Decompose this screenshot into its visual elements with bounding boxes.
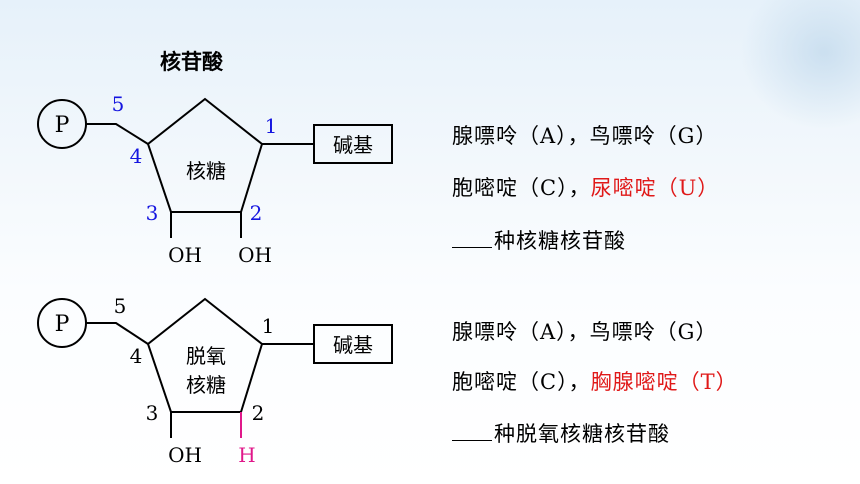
deoxyribonucleotide-diagram: P 脱氧 核糖 碱基 OH H 5 4 3 2 1 — [37, 294, 393, 467]
fill-in-blank-2[interactable] — [452, 422, 492, 441]
carbon-3-label-2: 3 — [146, 401, 159, 425]
base-label: 碱基 — [333, 133, 373, 157]
ribo-summary-text: 种核糖核苷酸 — [494, 229, 626, 253]
carbon-5-label: 5 — [112, 92, 125, 116]
sugar-label-line1: 脱氧 — [186, 344, 226, 368]
carbon-5-label-2: 5 — [114, 294, 127, 318]
page-title: 核苷酸 — [160, 50, 223, 74]
ribo-bases-line2-black: 胞嘧啶（C）， — [452, 176, 591, 200]
fill-in-blank[interactable] — [452, 229, 492, 248]
carbon-1-label-2: 1 — [262, 314, 275, 338]
ribo-summary-line: 种核糖核苷酸 — [452, 225, 626, 255]
background-decoration — [740, 0, 860, 130]
phosphate-bond — [86, 123, 149, 145]
uracil-highlight: 尿嘧啶（U） — [590, 176, 720, 200]
deoxy-bases-line2: 胞嘧啶（C），胸腺嘧啶（T） — [452, 366, 738, 396]
thymine-highlight: 胸腺嘧啶（T） — [590, 370, 738, 394]
phosphate-label-2: P — [55, 312, 70, 337]
carbon-4-label: 4 — [130, 144, 143, 168]
base-label-2: 碱基 — [333, 333, 373, 357]
c3-group-2: OH — [168, 443, 202, 467]
carbon-2-label-2: 2 — [252, 401, 265, 425]
deoxyribose-ring — [146, 297, 264, 413]
c2-hydrogen: H — [238, 443, 255, 467]
carbon-3-label: 3 — [146, 201, 159, 225]
phosphate-label: P — [55, 113, 70, 138]
c2-group: OH — [238, 243, 272, 267]
c3-group: OH — [168, 243, 202, 267]
carbon-2-label: 2 — [250, 201, 263, 225]
deoxy-bases-line2-black: 胞嘧啶（C）， — [452, 370, 591, 394]
deoxy-summary-line: 种脱氧核糖核苷酸 — [452, 418, 670, 448]
ribo-bases-line2: 胞嘧啶（C），尿嘧啶（U） — [452, 172, 719, 202]
carbon-1-label: 1 — [265, 114, 278, 138]
sugar-label: 核糖 — [186, 159, 226, 183]
phosphate-bond-2 — [86, 322, 149, 345]
deoxy-summary-text: 种脱氧核糖核苷酸 — [494, 422, 670, 446]
ribose-ring — [146, 97, 264, 213]
base-box — [313, 124, 393, 164]
deoxy-bases-line1: 腺嘌呤（A），鸟嘌呤（G） — [452, 320, 718, 344]
base-box-2 — [313, 324, 393, 364]
ribo-bases-line1: 腺嘌呤（A），鸟嘌呤（G） — [452, 124, 718, 148]
carbon-4-label-2: 4 — [130, 344, 143, 368]
ribonucleotide-diagram: P 核糖 碱基 OH OH 5 4 3 2 1 — [37, 92, 393, 267]
sugar-label-line2: 核糖 — [186, 373, 226, 397]
